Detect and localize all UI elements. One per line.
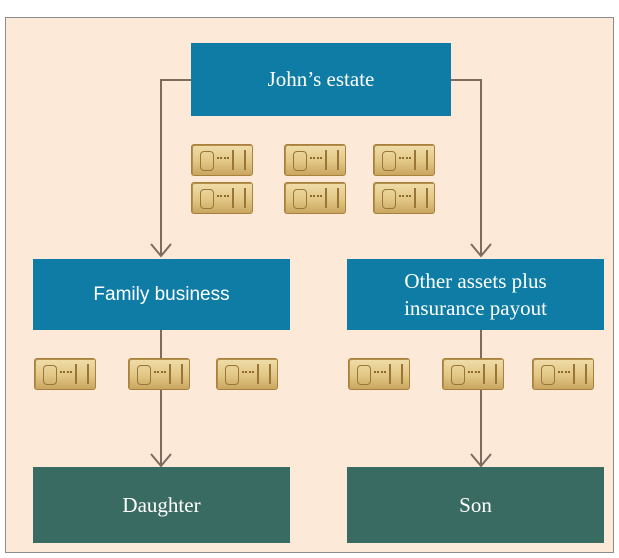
heir-right-box: Son	[347, 467, 604, 543]
money-bundle-icon	[373, 182, 435, 214]
branch-left-box: Family business	[33, 259, 290, 330]
arrowhead-left-branch	[150, 243, 172, 258]
heir-right-label: Son	[459, 492, 492, 517]
money-bundle-icon	[348, 358, 410, 390]
money-bundle-icon	[34, 358, 96, 390]
heir-left-label: Daughter	[122, 492, 201, 517]
money-bundle-icon	[191, 144, 253, 176]
money-bundle-icon	[216, 358, 278, 390]
arrowhead-son	[470, 453, 492, 468]
arrowhead-daughter	[150, 453, 172, 468]
money-bundle-icon	[128, 358, 190, 390]
estate-label: John’s estate	[267, 67, 375, 91]
money-bundle-icon	[284, 182, 346, 214]
branch-left-label: Family business	[93, 283, 230, 305]
money-bundle-icon	[373, 144, 435, 176]
money-bundle-icon	[442, 358, 504, 390]
money-bundle-icon	[191, 182, 253, 214]
money-bundle-icon	[532, 358, 594, 390]
branch-right-label: Other assets plus insurance payout	[404, 268, 547, 320]
heir-left-box: Daughter	[33, 467, 290, 543]
connector-estate-right	[451, 79, 482, 256]
branch-right-box: Other assets plus insurance payout	[347, 259, 604, 330]
connector-estate-left	[160, 79, 191, 256]
arrowhead-right-branch	[470, 243, 492, 258]
estate-box: John’s estate	[191, 43, 451, 116]
money-bundle-icon	[284, 144, 346, 176]
